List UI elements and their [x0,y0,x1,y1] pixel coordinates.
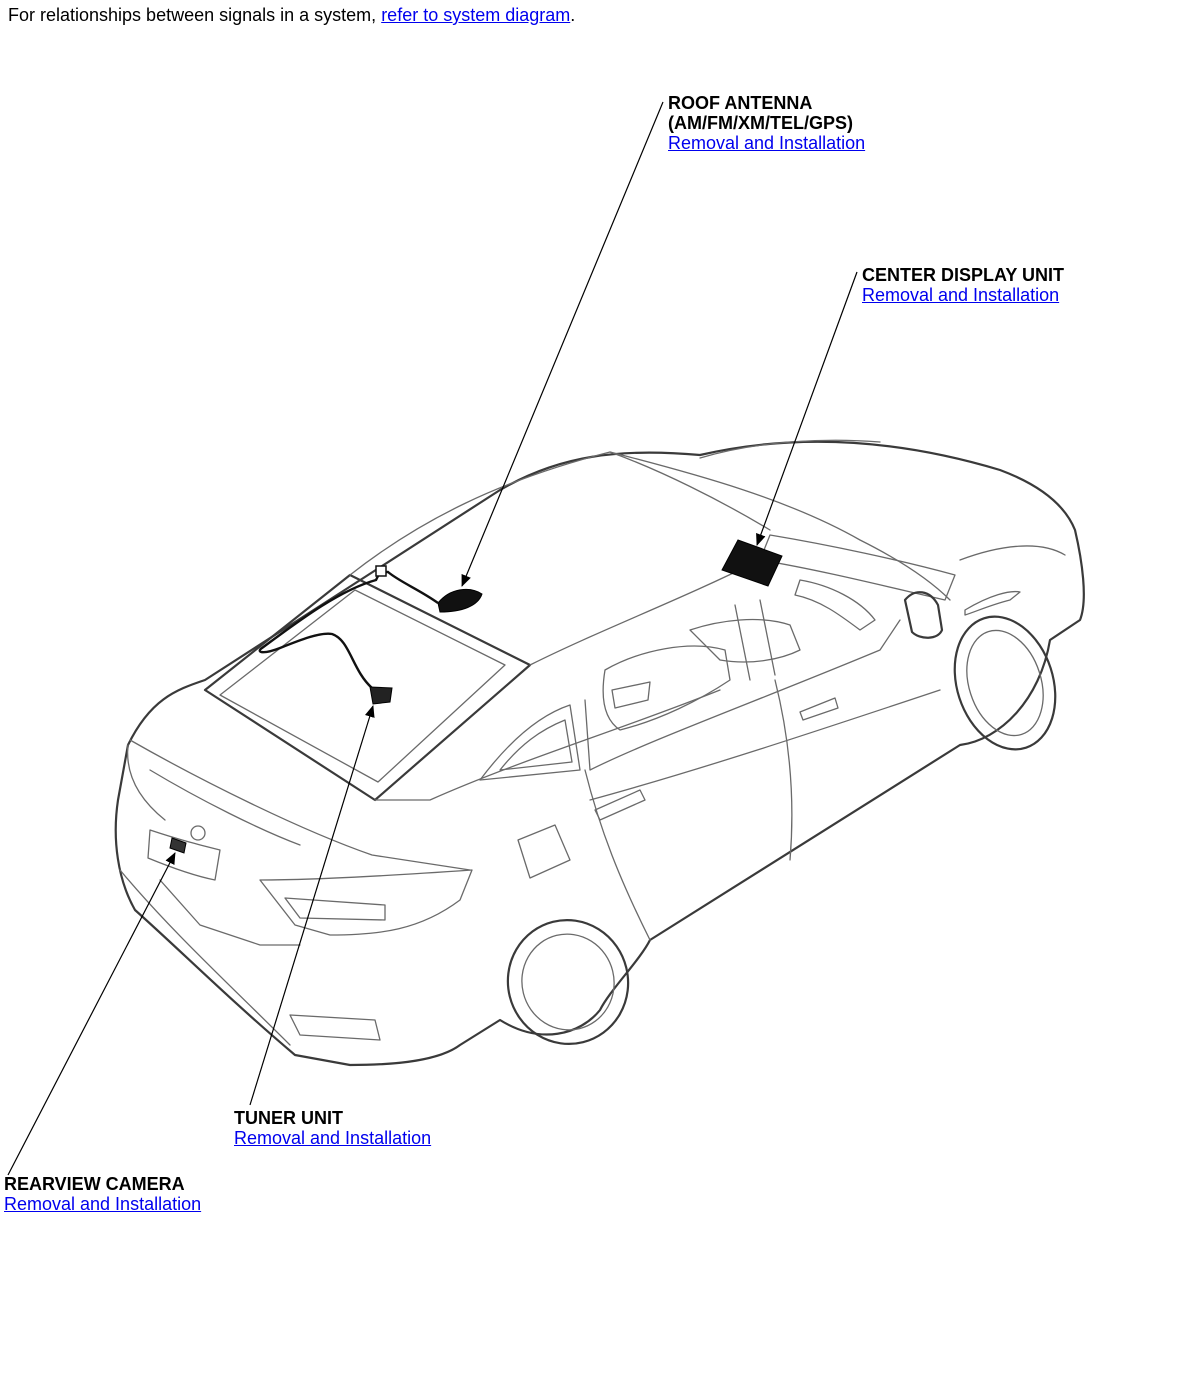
roof-antenna-removal-link[interactable]: Removal and Installation [668,133,866,153]
roof-antenna-title: ROOF ANTENNA [668,93,813,113]
tuner-unit-callout: TUNER UNIT Removal and Installation [234,1108,431,1148]
rearview-camera-leader [7,852,176,1176]
center-display-component [721,539,783,587]
rearview-camera-title: REARVIEW CAMERA [4,1174,185,1194]
roof-antenna-subtitle: (AM/FM/XM/TEL/GPS) [668,113,853,133]
antenna-cable [258,565,439,689]
tuner-unit-leader [249,705,375,1106]
intro-text: For relationships between signals in a s… [8,4,575,26]
rearview-camera-callout: REARVIEW CAMERA Removal and Installation [4,1174,201,1214]
center-display-callout: CENTER DISPLAY UNIT Removal and Installa… [862,265,1064,305]
intro-suffix: . [570,5,576,25]
rearview-camera-removal-link[interactable]: Removal and Installation [4,1194,202,1214]
intro-prefix: For relationships between signals in a s… [8,5,382,25]
tuner-unit-removal-link[interactable]: Removal and Installation [234,1128,432,1148]
roof-antenna-callout: ROOF ANTENNA (AM/FM/XM/TEL/GPS) Removal … [668,93,865,153]
center-display-leader [756,271,858,546]
roof-antenna-component [437,588,483,613]
rearview-camera-component [169,837,187,854]
tuner-unit-component [369,686,393,705]
car-illustration [114,439,1085,1067]
system-diagram-link[interactable]: refer to system diagram [381,5,571,25]
roof-antenna-leader [461,101,664,587]
center-display-removal-link[interactable]: Removal and Installation [862,285,1060,305]
center-display-title: CENTER DISPLAY UNIT [862,265,1065,285]
tuner-unit-title: TUNER UNIT [234,1108,343,1128]
